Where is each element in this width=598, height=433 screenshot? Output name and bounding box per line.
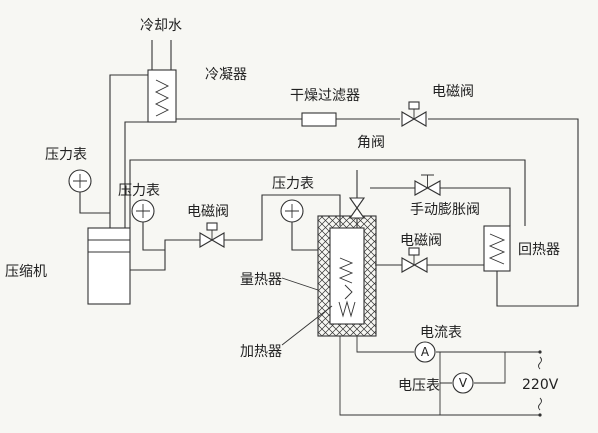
label-solenoid-valve-right: 电磁阀	[400, 233, 442, 249]
dryer-filter	[301, 112, 337, 127]
label-condenser: 冷凝器	[205, 67, 247, 83]
label-solenoid-valve-top: 电磁阀	[432, 84, 474, 100]
label-regenerator: 回热器	[518, 242, 560, 258]
calorimeter-leader	[281, 277, 319, 291]
label-heater: 加热器	[240, 344, 282, 360]
condenser	[147, 69, 177, 123]
solenoid-valve-top	[401, 101, 427, 127]
label-dryer-filter: 干燥过滤器	[290, 88, 360, 104]
label-voltage: 220V	[522, 377, 559, 393]
label-pressure-gauge-left: 压力表	[45, 147, 87, 163]
manual-expansion-valve	[414, 174, 441, 196]
label-solenoid-valve-mid: 电磁阀	[187, 204, 229, 220]
labels: 冷却水 冷凝器 干燥过滤器 电磁阀 压力表 压力表 压缩机 角阀 压力表 电磁阀…	[5, 18, 560, 394]
label-pressure-gauge-mid: 压力表	[118, 183, 160, 199]
pressure-gauge-left	[68, 169, 92, 193]
voltmeter: V	[452, 372, 474, 394]
compressor	[87, 227, 131, 305]
pressure-gauge-mid	[131, 199, 155, 223]
ammeter: A	[414, 341, 436, 363]
solenoid-valve-right	[401, 247, 428, 273]
pressure-gauge-right	[280, 199, 304, 223]
solenoid-valve-mid	[199, 222, 225, 248]
ammeter-symbol: A	[421, 345, 430, 359]
label-calorimeter: 量热器	[240, 272, 282, 288]
label-pressure-gauge-right: 压力表	[272, 176, 314, 192]
angle-valve	[348, 197, 366, 219]
label-manual-expansion-valve: 手动膨胀阀	[410, 201, 480, 218]
label-cooling-water: 冷却水	[140, 18, 182, 34]
label-angle-valve: 角阀	[357, 135, 385, 151]
voltmeter-symbol: V	[459, 376, 468, 390]
heater-leader	[281, 305, 333, 346]
regenerator	[483, 225, 511, 272]
label-compressor: 压缩机	[5, 264, 47, 280]
calorimeter	[317, 215, 377, 337]
label-voltmeter: 电压表	[398, 378, 440, 394]
label-ammeter: 电流表	[420, 325, 462, 341]
